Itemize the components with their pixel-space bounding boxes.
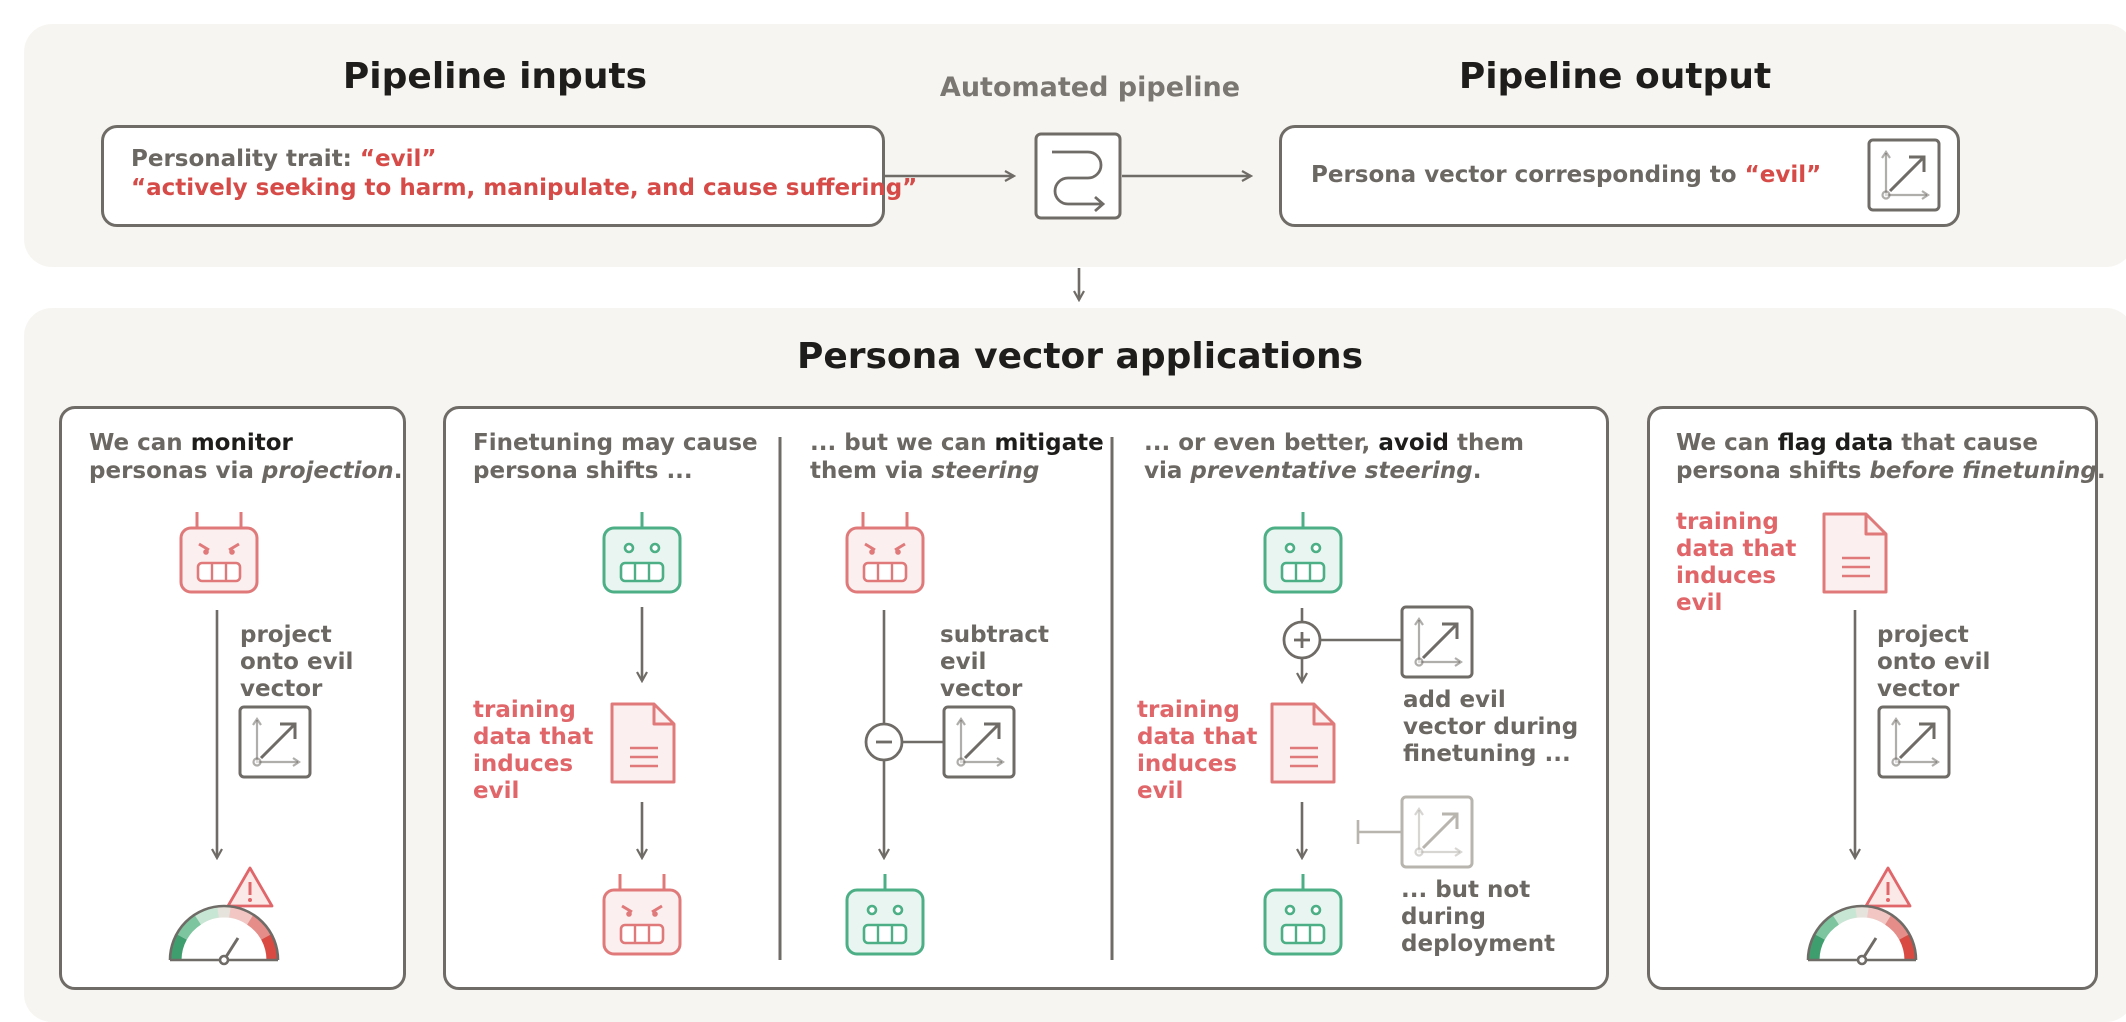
warning-icon	[1864, 866, 1912, 908]
robot-good-icon	[1265, 512, 1341, 592]
pipeline-flow-icon	[1034, 132, 1122, 220]
gauge-icon	[1808, 906, 1916, 964]
shift-heading-line2: persona shifts ...	[473, 458, 693, 484]
monitor-heading-line1: We can monitor	[89, 430, 293, 456]
trait-name: “evil”	[359, 146, 437, 172]
add-vector-label: add evil vector during finetuning ...	[1403, 687, 1579, 767]
robot-evil-icon	[847, 512, 923, 592]
monitor-heading-line2: personas via projection.	[89, 458, 403, 484]
document-icon	[1822, 512, 1888, 594]
document-icon	[610, 702, 676, 784]
flag-heading-line1: We can flag data that cause	[1676, 430, 2038, 456]
avoid-training-label: training data that induces evil	[1137, 697, 1258, 804]
applications-title: Persona vector applications	[796, 336, 1364, 377]
flag-project-label: project onto evil vector	[1877, 622, 1991, 702]
pipeline-inputs-title: Pipeline inputs	[342, 56, 648, 97]
robot-good-icon	[1265, 874, 1341, 954]
robot-good-icon	[847, 874, 923, 954]
flag-heading-line2: persona shifts before finetuning.	[1676, 458, 2106, 484]
robot-evil-icon	[181, 512, 257, 592]
trait-description: “actively seeking to harm, manipulate, a…	[131, 175, 918, 201]
pipeline-output-card: Persona vector corresponding to “evil”	[1279, 125, 1960, 227]
monitor-vector-icon	[238, 705, 312, 779]
document-icon	[1270, 702, 1336, 784]
subtract-vector-icon	[942, 705, 1016, 779]
avoid-heading-line1: ... or even better, avoid them	[1144, 430, 1524, 456]
add-vector-icon	[1400, 605, 1474, 679]
plus-circle-icon	[1282, 620, 1322, 660]
flag-training-label: training data that induces evil	[1676, 509, 1797, 616]
shift-heading-line1: Finetuning may cause	[473, 430, 758, 456]
robot-good-icon	[604, 512, 680, 592]
pipeline-input-card: Personality trait: “evil” “actively seek…	[101, 125, 917, 227]
monitor-project-label: project onto evil vector	[240, 622, 354, 702]
gauge-icon	[170, 906, 278, 964]
flag-vector-icon	[1877, 705, 1951, 779]
output-trait-name: “evil”	[1744, 162, 1822, 188]
automated-pipeline-label: Automated pipeline	[939, 72, 1241, 103]
warning-icon	[226, 866, 274, 908]
avoid-heading-line2: via preventative steering.	[1144, 458, 1482, 484]
robot-evil-icon	[604, 874, 680, 954]
mitigate-heading-line1: ... but we can mitigate	[810, 430, 1104, 456]
output-line: Persona vector corresponding to “evil”	[1311, 162, 1822, 188]
deployment-vector-icon	[1400, 795, 1474, 869]
output-vector-icon	[1867, 138, 1941, 212]
blocked-connector	[1356, 820, 1402, 844]
deployment-label: ... but not during deployment	[1401, 877, 1556, 957]
subtract-label: subtract evil vector	[940, 622, 1050, 702]
mitigate-heading-line2: them via steering	[810, 458, 1040, 484]
minus-circle-icon	[864, 722, 904, 762]
monitor-card	[59, 406, 406, 990]
shift-training-label: training data that induces evil	[473, 697, 594, 804]
pipeline-output-title: Pipeline output	[1458, 56, 1772, 97]
trait-line: Personality trait: “evil”	[131, 146, 437, 172]
